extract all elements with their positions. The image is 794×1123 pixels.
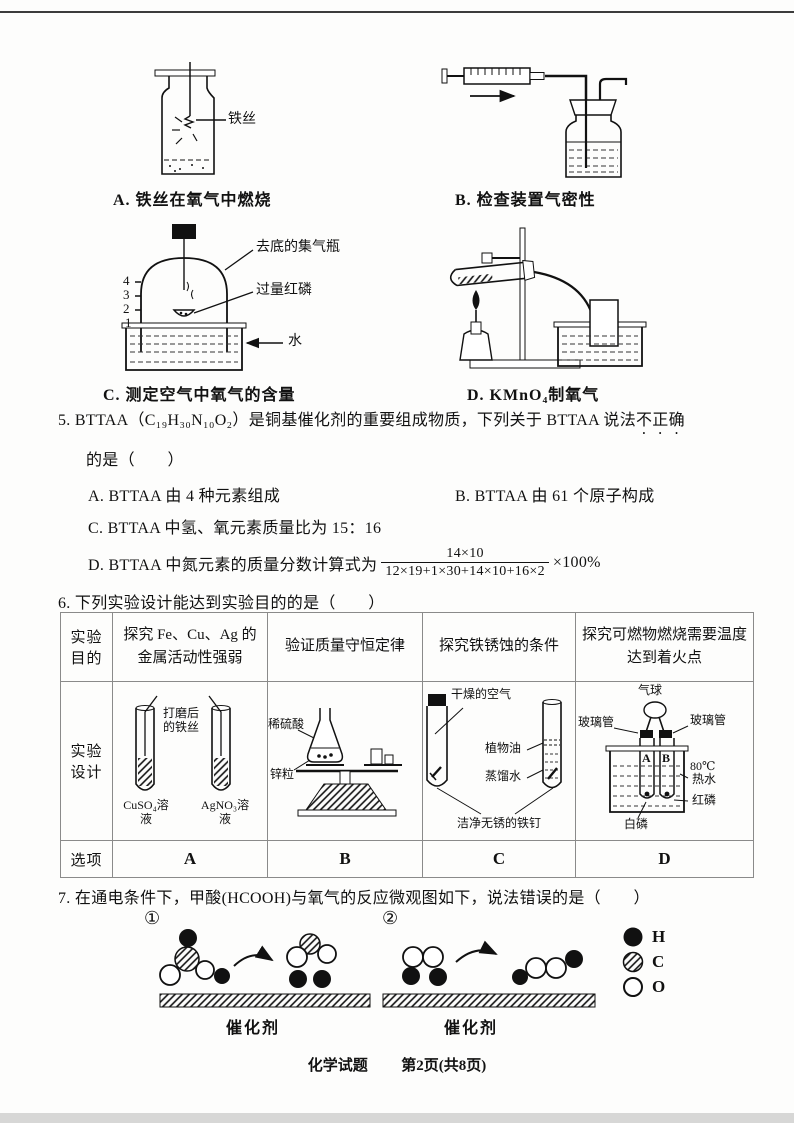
scale-mark-2: 2 (123, 301, 130, 316)
scale-mark-1: 1 (125, 315, 132, 330)
option-letter-a: A (113, 841, 267, 877)
q5-option-b: B. BTTAA 由 61 个原子构成 (455, 488, 655, 505)
bell-jar-icon (121, 224, 283, 371)
legend-o-row: O (622, 974, 665, 999)
glass-tube-left-label: 玻璃管 (578, 715, 615, 729)
agno3-label: AgNO₃溶液 (200, 798, 250, 827)
scale-mark-3: 3 (123, 287, 130, 302)
q5-option-c: C. BTTAA 中氢、氧元素质量比为 15：16 (88, 520, 382, 537)
row-header-design: 实验设计 (61, 682, 112, 840)
glass-tube-right-label: 玻璃管 (690, 713, 727, 727)
fraction-denominator: 12×19+1×30+14×10+16×2 (381, 562, 549, 580)
cuso4-label: CuSO₄溶液 (123, 798, 169, 827)
row-header-option: 选项 (61, 841, 112, 877)
o-atom-icon (623, 976, 643, 997)
balance-flask-icon (293, 708, 402, 817)
oxygen-content-diagram: 4 3 2 1 去底的集气瓶 过量红磷 水 (95, 222, 375, 384)
scan-top-edge (0, 11, 794, 13)
tube-b-letter: B (662, 751, 671, 765)
q6-table: 实验目的 探究 Fe、Cu、Ag 的金属活动性强弱 验证质量守恒定律 探究铁锈蚀… (60, 612, 754, 878)
reaction2-micro-diagram (382, 940, 596, 1008)
reaction1-micro-diagram (159, 929, 371, 1008)
legend-o-label: O (652, 976, 666, 996)
q5-option-d-prefix: D. BTTAA 中氮元素的质量分数计算式为 (88, 557, 378, 574)
clean-nails-label: 洁净无锈的铁钉 (456, 816, 541, 830)
footer-doc-title: 化学试题 (307, 1058, 368, 1074)
white-phosphorus-label: 白磷 (624, 817, 649, 831)
step2-number: ② (382, 908, 399, 928)
scan-bottom-edge (0, 1113, 794, 1123)
tube-a-letter: A (642, 751, 651, 765)
q5-stem-text: 5. BTTAA（C₁₉H₃₀N₁₀O₂）是铜基催化剂的重要组成物质，下列关于 … (58, 412, 636, 429)
design-b-cell: 稀硫酸 锌粒 (268, 682, 422, 840)
h-atom-icon (623, 927, 643, 946)
dilute-acid-label: 稀硫酸 (268, 717, 305, 731)
footer-page-number: 第2页(共8页) (401, 1058, 487, 1074)
kmno4-oxygen-diagram (430, 222, 670, 378)
q5-option-d-suffix: ×100% (552, 554, 601, 571)
q5-stem-line1: 5. BTTAA（C₁₉H₃₀N₁₀O₂）是铜基催化剂的重要组成物质，下列关于 … (58, 406, 685, 438)
legend-h-row: H (622, 924, 665, 949)
design-a-cell: 打磨后的铁丝 CuSO₄溶液 AgNO₃溶液 (113, 682, 267, 840)
catalyst1-label: 催化剂 (226, 1020, 281, 1037)
fraction-numerator: 14×10 (446, 545, 484, 561)
step1-number: ① (144, 908, 161, 928)
metal-activity-icon (135, 695, 231, 791)
bottomless-jar-label: 去底的集气瓶 (256, 240, 340, 255)
purpose-d: 探究可燃物燃烧需要温度达到着火点 (576, 613, 753, 681)
caption-a: A. 铁丝在氧气中燃烧 (113, 192, 272, 209)
water-label: 水 (288, 334, 302, 349)
gas-jar-icon (154, 62, 226, 175)
caption-c: C. 测定空气中氧气的含量 (103, 387, 296, 404)
catalyst2-label: 催化剂 (444, 1020, 499, 1037)
syringe-bottle-icon (441, 67, 628, 178)
hot-water-label: 热水 (692, 772, 717, 786)
stand-testtube-icon (449, 227, 647, 369)
design-c-cell: 干燥的空气 植物油 蒸馏水 洁净无锈的铁钉 (423, 682, 575, 840)
red-phosphorus-label: 过量红磷 (256, 283, 312, 298)
red-phosphorus-d-label: 红磷 (692, 793, 717, 807)
q5-stem-line2: 的是（ ） (86, 452, 184, 469)
balloon-label: 气球 (638, 683, 663, 697)
zinc-label: 锌粒 (270, 767, 295, 781)
purpose-a: 探究 Fe、Cu、Ag 的金属活动性强弱 (113, 613, 267, 681)
legend-c-label: C (652, 951, 665, 971)
option-letter-d: D (576, 841, 753, 877)
q5-option-a: A. BTTAA 由 4 种元素组成 (88, 488, 281, 505)
caption-d: D. KMnO₄制氧气 (467, 387, 600, 404)
q5-option-d: D. BTTAA 中氮元素的质量分数计算式为 14×10 12×19+1×30+… (88, 540, 601, 586)
q5-fraction: 14×10 12×19+1×30+14×10+16×2 (381, 546, 549, 580)
airtightness-check-diagram (440, 58, 650, 188)
q5-stem-emphasis: 不正确 (636, 412, 685, 429)
q7-stem: 7. 在通电条件下，甲酸(HCOOH)与氧气的反应微观图如下，说法错误的是（ ） (58, 890, 650, 907)
purpose-b: 验证质量守恒定律 (268, 613, 422, 681)
caption-b: B. 检查装置气密性 (455, 192, 596, 209)
legend-c-row: C (622, 949, 665, 974)
atom-legend: H C O (622, 924, 665, 999)
iron-wire-burning-diagram: 铁丝 (140, 62, 320, 192)
scale-mark-4: 4 (123, 273, 130, 288)
vegetable-oil-label: 植物油 (485, 741, 522, 755)
design-d-cell: 气球 玻璃管 玻璃管 A B 80℃ 热水 红磷 白磷 (576, 682, 753, 840)
ignition-point-icon (605, 701, 689, 819)
option-letter-c: C (423, 841, 575, 877)
polished-wire-label: 打磨后的铁丝 (162, 706, 199, 735)
rust-condition-icon (426, 694, 562, 815)
page-footer: 化学试题 第2页(共8页) (0, 1054, 794, 1075)
option-letter-b: B (268, 841, 422, 877)
dry-air-label: 干燥的空气 (451, 687, 512, 701)
legend-h-label: H (652, 926, 666, 946)
row-header-purpose: 实验目的 (61, 613, 112, 681)
iron-wire-label: 铁丝 (228, 112, 256, 127)
distilled-water-label: 蒸馏水 (485, 769, 522, 783)
temp-label: 80℃ (690, 759, 716, 773)
purpose-c: 探究铁锈蚀的条件 (423, 613, 575, 681)
q6-stem: 6. 下列实验设计能达到实验目的的是（ ） (58, 595, 385, 612)
c-atom-icon (622, 951, 644, 972)
